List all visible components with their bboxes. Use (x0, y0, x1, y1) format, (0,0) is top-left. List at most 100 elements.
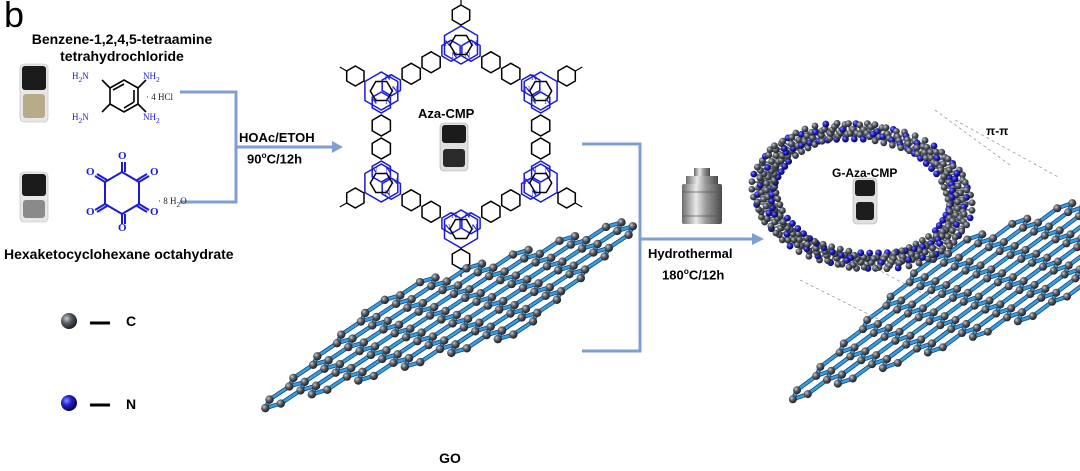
gsheet-carbon-atom (916, 282, 925, 291)
go-carbon-atom (496, 275, 505, 285)
composite-aza-cmp-layer (748, 119, 976, 273)
go-carbon-atom (416, 357, 425, 367)
gcmp-carbon-atom (938, 148, 946, 156)
go-carbon-atom (451, 340, 460, 349)
go-carbon-atom (413, 336, 422, 346)
gcmp-carbon-atom (883, 265, 891, 273)
go-carbon-atom (487, 292, 497, 302)
gcmp-carbon-atom (948, 227, 956, 234)
gsheet-carbon-atom (938, 343, 947, 352)
aza-nitrogen-label: N (451, 211, 458, 221)
aza-linker-ring (530, 137, 551, 160)
gsheet-carbon-atom (869, 329, 878, 338)
go-carbon-atom (356, 317, 366, 326)
gcmp-carbon-atom (872, 264, 879, 272)
gsheet-carbon-atom (905, 278, 914, 287)
gsheet-carbon-atom (958, 329, 966, 337)
gsheet-carbon-atom (961, 266, 970, 275)
aza-linker-ring (500, 188, 521, 212)
go-carbon-atom (396, 291, 405, 300)
gcmp-carbon-atom (812, 244, 820, 252)
go-carbon-atom (489, 263, 498, 272)
go-carbon-atom (521, 304, 531, 314)
gcmp-carbon-atom (765, 151, 773, 159)
aza-nitrogen-label: N (391, 85, 398, 95)
gsheet-carbon-atom (835, 348, 844, 357)
gcmp-carbon-atom (954, 198, 962, 206)
go-carbon-atom (382, 346, 391, 355)
gsheet-carbon-atom (974, 239, 983, 248)
gcmp-nitrogen-atom (781, 163, 789, 170)
go-carbon-atom (358, 367, 367, 377)
gsheet-carbon-atom (816, 362, 825, 371)
gcmp-carbon-atom (778, 236, 786, 244)
gcmp-nitrogen-atom (894, 264, 902, 272)
aza-core-ring (449, 34, 473, 56)
gcmp-carbon-atom (805, 252, 813, 260)
aza-nitrogen-label: N (385, 165, 392, 175)
gcmp-carbon-atom (794, 230, 802, 238)
go-carbon-atom (577, 244, 587, 253)
go-carbon-atom (566, 240, 576, 249)
go-carbon-atom (378, 354, 387, 364)
go-carbon-atom (342, 372, 352, 381)
gcmp-carbon-atom (766, 146, 774, 154)
gsheet-carbon-atom (1010, 241, 1019, 250)
go-carbon-atom (354, 376, 363, 385)
aza-nitrogen-label: N (385, 96, 392, 106)
gcmp-carbon-atom (790, 236, 798, 244)
gcmp-carbon-atom (784, 236, 792, 244)
gsheet-carbon-atom (1028, 258, 1037, 267)
gsheet-carbon-atom (1013, 317, 1022, 326)
gcmp-carbon-atom (897, 144, 905, 152)
gsheet-carbon-atom (1037, 293, 1046, 302)
aza-linker-ring (520, 73, 541, 97)
gcmp-carbon-atom (880, 139, 888, 147)
gsheet-carbon-atom (909, 269, 918, 278)
legend-carbon-label: C (126, 313, 137, 329)
gsheet-carbon-atom (1026, 290, 1035, 299)
step2-conditions: 180oC/12h (662, 266, 725, 283)
gsheet-carbon-atom (1029, 227, 1038, 236)
go-carbon-atom (452, 310, 462, 320)
gsheet-carbon-atom (940, 312, 949, 321)
go-carbon-atom (417, 328, 426, 337)
gcmp-carbon-atom (803, 240, 811, 248)
gcmp-carbon-atom (942, 189, 950, 197)
aza-core-outer-ring (443, 209, 479, 249)
gcmp-nitrogen-atom (785, 157, 793, 165)
go-carbon-atom (482, 331, 491, 340)
gcmp-nitrogen-atom (953, 170, 961, 177)
gsheet-carbon-atom (976, 261, 985, 270)
gsheet-carbon-atom (827, 366, 836, 375)
hydrate-label: · 8 H2O (158, 196, 187, 209)
gsheet-carbon-atom (895, 327, 904, 336)
gsheet-carbon-atom (1030, 280, 1039, 289)
gsheet-carbon-atom (839, 339, 848, 348)
gcmp-carbon-atom (803, 132, 811, 140)
gcmp-carbon-atom (905, 147, 913, 155)
aza-linker-ring (500, 62, 521, 86)
gsheet-carbon-atom (983, 327, 992, 336)
gsheet-carbon-atom (893, 358, 902, 367)
gsheet-carbon-atom (985, 296, 994, 305)
go-carbon-atom (331, 368, 340, 377)
gcmp-carbon-atom (860, 263, 868, 271)
gcmp-carbon-atom (898, 247, 906, 255)
aza-nitrogen-label: N (524, 176, 530, 186)
gsheet-carbon-atom (884, 323, 893, 332)
gcmp-carbon-atom (819, 240, 827, 248)
gsheet-carbon-atom (1075, 265, 1080, 274)
amine-group-bottom-left: H2N (72, 112, 89, 125)
gcmp-nitrogen-atom (866, 249, 874, 257)
amine-group-top-right: NH2 (143, 71, 160, 84)
gcmp-nitrogen-atom (828, 248, 836, 256)
gcmp-nitrogen-atom (953, 221, 960, 228)
gsheet-carbon-atom (838, 370, 846, 379)
gsheet-carbon-atom (883, 355, 891, 363)
aza-core-ring (369, 172, 394, 194)
gcmp-carbon-atom (915, 247, 923, 255)
aza-terminal-bond (339, 202, 347, 208)
gcmp-carbon-atom (801, 125, 809, 133)
gsheet-carbon-atom (1063, 292, 1071, 301)
